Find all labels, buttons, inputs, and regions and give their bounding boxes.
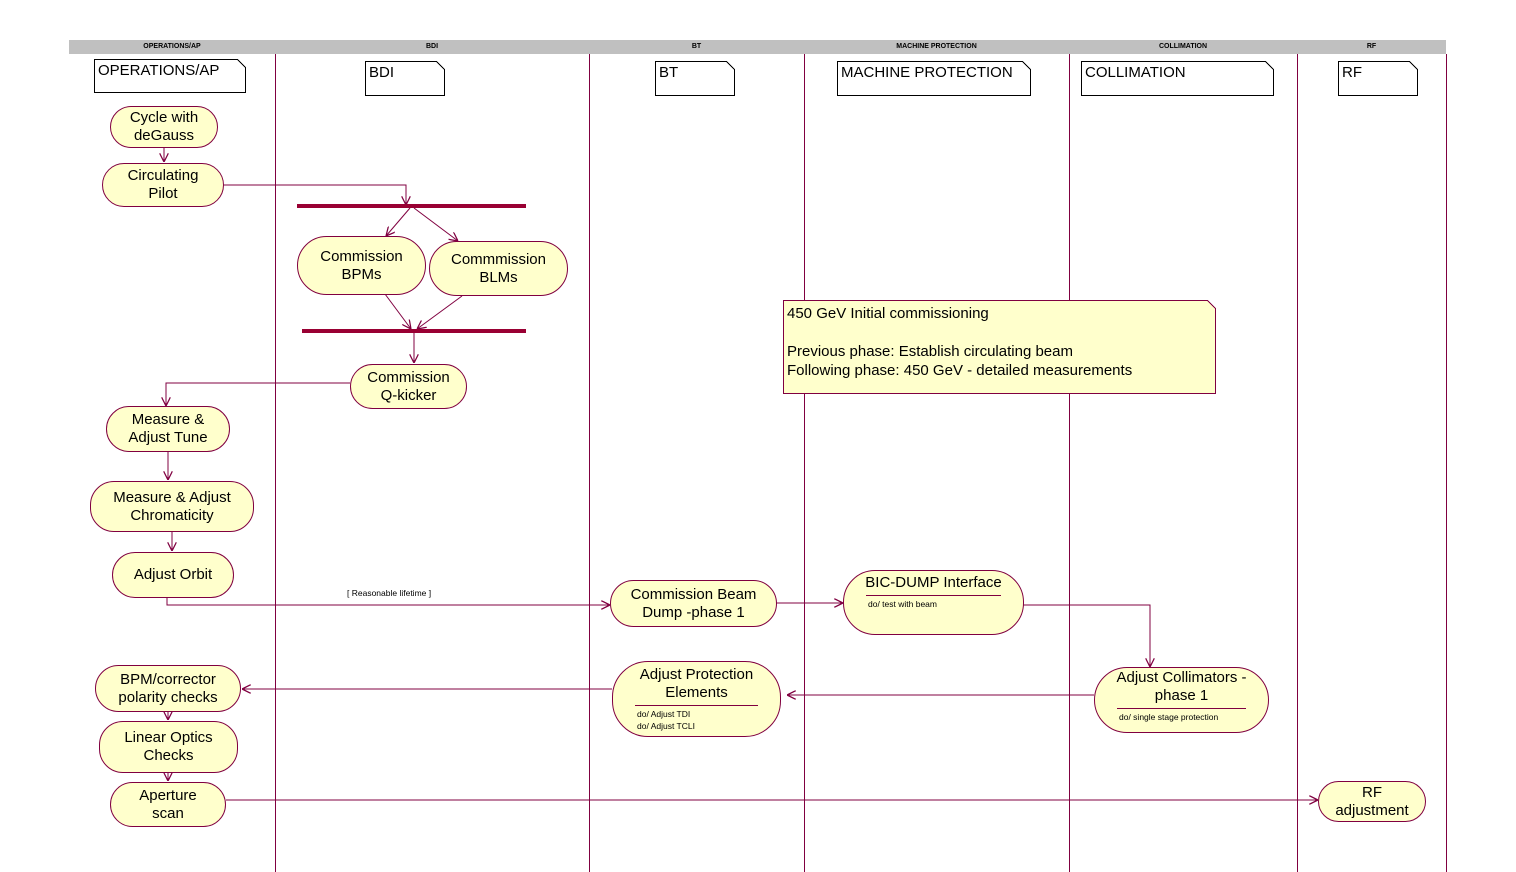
activity-linear-optics-checks[interactable]: Linear Optics Checks: [99, 721, 238, 773]
lane-header-operations: OPERATIONS/AP: [69, 40, 275, 54]
object-bdi[interactable]: BDI: [365, 61, 445, 96]
lane-separator: [1446, 54, 1447, 872]
join-bar: [302, 329, 526, 333]
activity-circulating-pilot[interactable]: Circulating Pilot: [102, 163, 224, 207]
guard-condition-label: [ Reasonable lifetime ]: [347, 588, 432, 598]
lane-separator: [1297, 54, 1298, 872]
activity-label: Circulating Pilot: [127, 167, 199, 202]
activity-divider: [1117, 708, 1246, 709]
activity-commission-beam-dump[interactable]: Commission Beam Dump -phase 1: [610, 580, 777, 627]
activity-label: Adjust Orbit: [133, 566, 213, 583]
activity-commission-q-kicker[interactable]: Commission Q-kicker: [350, 364, 467, 409]
note-line: [787, 323, 1212, 342]
activity-cycle-with-degauss[interactable]: Cycle with deGauss: [110, 106, 218, 148]
activity-label: Cycle with deGauss: [129, 109, 199, 144]
activity-do-actions: do/ Adjust TDI do/ Adjust TCLI: [637, 709, 695, 731]
activity-label: Commmission BLMs: [450, 250, 546, 286]
activity-label: BIC-DUMP Interface: [865, 574, 1002, 591]
activity-adjust-orbit[interactable]: Adjust Orbit: [112, 552, 234, 598]
object-collimation[interactable]: COLLIMATION: [1081, 61, 1274, 96]
activity-adjust-collimators[interactable]: Adjust Collimators - phase 1 do/ single …: [1094, 667, 1269, 733]
activity-rf-adjustment[interactable]: RF adjustment: [1318, 781, 1426, 822]
note-line: Previous phase: Establish circulating be…: [787, 343, 1073, 360]
activity-label: Measure & Adjust Tune: [128, 411, 208, 446]
transition-pilot-to-fork: [224, 184, 406, 205]
activity-measure-adjust-tune[interactable]: Measure & Adjust Tune: [106, 406, 230, 452]
note-line: 450 GeV Initial commissioning: [787, 305, 989, 322]
activity-label: BPM/corrector polarity checks: [118, 670, 218, 706]
transition-qkicker-to-tune: [166, 382, 350, 406]
activity-label: Commission Q-kicker: [367, 368, 450, 404]
object-rf[interactable]: RF: [1338, 61, 1418, 96]
activity-label: Adjust Protection Elements: [639, 666, 754, 701]
activity-aperture-scan[interactable]: Aperture scan: [110, 782, 226, 827]
activity-label: Adjust Collimators - phase 1: [1116, 669, 1247, 704]
activity-do-actions: do/ single stage protection: [1119, 712, 1219, 722]
lane-header-collimation: COLLIMATION: [1069, 40, 1297, 54]
lane-separator: [589, 54, 590, 872]
transition-bpms-to-join: [384, 293, 411, 329]
activity-adjust-protection-elements[interactable]: Adjust Protection Elements do/ Adjust TD…: [612, 661, 781, 737]
activity-label: Commission BPMs: [320, 247, 403, 283]
lane-header-bdi: BDI: [275, 40, 589, 54]
note-line: Following phase: 450 GeV - detailed meas…: [787, 362, 1133, 379]
lane-separator: [275, 54, 276, 872]
transition-fork-to-bpms: [386, 207, 411, 236]
activity-label: Measure & Adjust Chromaticity: [113, 488, 231, 524]
activity-label: Commission Beam Dump -phase 1: [630, 585, 757, 621]
transition-blms-to-join: [417, 295, 463, 329]
activity-label: RF adjustment: [1335, 783, 1409, 819]
activity-measure-adjust-chromaticity[interactable]: Measure & Adjust Chromaticity: [90, 481, 254, 532]
object-machine-protection[interactable]: MACHINE PROTECTION: [837, 61, 1031, 96]
activity-commission-blms[interactable]: Commmission BLMs: [429, 241, 568, 296]
activity-bpm-corrector-polarity-checks[interactable]: BPM/corrector polarity checks: [95, 665, 241, 712]
transition-fork-to-blms: [413, 207, 458, 241]
fork-bar: [297, 204, 526, 208]
transition-bic-to-collimators: [1023, 604, 1150, 667]
phase-note: 450 GeV Initial commissioning Previous p…: [783, 300, 1216, 394]
activity-label: Linear Optics Checks: [124, 729, 213, 764]
activity-divider: [635, 705, 758, 706]
object-operations[interactable]: OPERATIONS/AP: [94, 59, 246, 93]
transition-orbit-to-dump: [166, 598, 610, 605]
activity-do-actions: do/ test with beam: [868, 599, 937, 609]
activity-bic-dump-interface[interactable]: BIC-DUMP Interface do/ test with beam: [843, 570, 1024, 635]
lane-separator: [804, 54, 805, 872]
activity-divider: [866, 595, 1001, 596]
lane-header-rf: RF: [1297, 40, 1446, 54]
lane-header-machine-protection: MACHINE PROTECTION: [804, 40, 1069, 54]
activity-commission-bpms[interactable]: Commission BPMs: [297, 236, 426, 295]
lane-separator: [1069, 54, 1070, 872]
lane-header-bt: BT: [589, 40, 804, 54]
object-bt[interactable]: BT: [655, 61, 735, 96]
activity-label: Aperture scan: [139, 786, 197, 822]
